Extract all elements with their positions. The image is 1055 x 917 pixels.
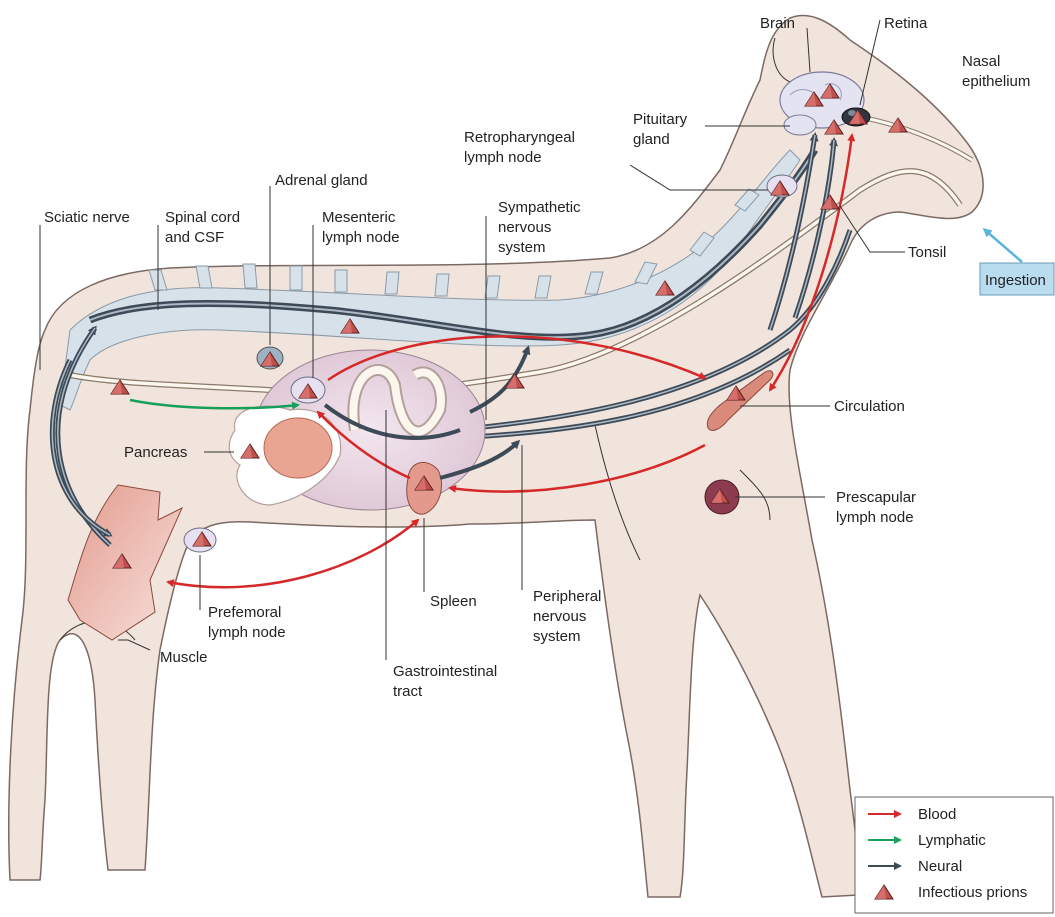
label-csf: and CSF <box>165 229 224 246</box>
label-gi-tract: tract <box>393 683 423 700</box>
label-retina: Retina <box>884 15 928 32</box>
label-peripheral: Peripheral <box>533 588 601 605</box>
label-mesenteric-lymph: lymph node <box>322 229 400 246</box>
label-nasal: Nasal <box>962 53 1000 70</box>
ingestion-arrow <box>985 230 1022 262</box>
label-spinal: Spinal cord <box>165 209 240 226</box>
label-mesenteric: Mesenteric <box>322 209 396 226</box>
label-gland: gland <box>633 131 670 148</box>
label-retropharyngeal: Retropharyngeal <box>464 129 575 146</box>
legend-label: Infectious prions <box>918 884 1027 901</box>
label-sciatic: Sciatic nerve <box>44 209 130 226</box>
legend-label: Neural <box>918 858 962 875</box>
label-spleen: Spleen <box>430 593 477 610</box>
label-retro-lymph: lymph node <box>464 149 542 166</box>
label-epithelium: epithelium <box>962 73 1030 90</box>
label-gi: Gastrointestinal <box>393 663 497 680</box>
label-sympathetic-nervous: nervous <box>498 219 551 236</box>
label-peripheral-system: system <box>533 628 581 645</box>
label-adrenal: Adrenal gland <box>275 172 368 189</box>
label-ingestion: Ingestion <box>985 272 1046 289</box>
label-sympathetic-system: system <box>498 239 546 256</box>
label-prescapular-lymph: lymph node <box>836 509 914 526</box>
label-circulation: Circulation <box>834 398 905 415</box>
label-prefemoral: Prefemoral <box>208 604 281 621</box>
label-pituitary: Pituitary <box>633 111 688 128</box>
label-prefemoral-lymph: lymph node <box>208 624 286 641</box>
label-peripheral-nervous: nervous <box>533 608 586 625</box>
ingestion-box: Ingestion <box>980 263 1054 295</box>
legend-label: Blood <box>918 806 956 823</box>
pituitary-gland <box>784 115 816 135</box>
legend-label: Lymphatic <box>918 832 986 849</box>
label-pancreas: Pancreas <box>124 444 187 461</box>
label-prescapular: Prescapular <box>836 489 916 506</box>
label-sympathetic: Sympathetic <box>498 199 581 216</box>
label-tonsil: Tonsil <box>908 244 946 261</box>
label-brain: Brain <box>760 15 795 32</box>
label-muscle: Muscle <box>160 649 208 666</box>
